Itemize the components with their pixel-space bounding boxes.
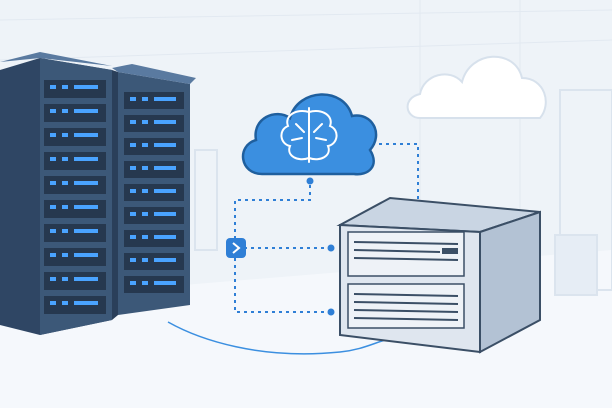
rack-led	[130, 166, 136, 170]
brain-cloud-icon	[241, 93, 378, 176]
rack-led	[142, 212, 148, 216]
chevron-right-icon	[226, 238, 246, 258]
rack-led	[50, 205, 56, 209]
rack-led	[142, 143, 148, 147]
rack-led	[158, 235, 176, 239]
rack-led	[130, 97, 136, 101]
rack-led	[130, 143, 136, 147]
rack-led	[50, 277, 56, 281]
rack-led	[154, 189, 160, 193]
rack-led	[158, 258, 176, 262]
rack-led	[80, 205, 98, 209]
rack-led	[62, 301, 68, 305]
rack-led	[130, 281, 136, 285]
rack-led	[130, 212, 136, 216]
rack-led	[154, 235, 160, 239]
rack-led	[130, 189, 136, 193]
rack-led	[74, 301, 80, 305]
rack-led	[142, 235, 148, 239]
rack-led	[80, 85, 98, 89]
rack-led	[62, 157, 68, 161]
rack-led	[154, 258, 160, 262]
rack-led	[80, 277, 98, 281]
rack-led	[74, 109, 80, 113]
rack-led	[142, 166, 148, 170]
rack-led	[62, 229, 68, 233]
rack-led	[74, 133, 80, 137]
rack-led	[50, 133, 56, 137]
rack-led	[74, 277, 80, 281]
server-rack-icon	[0, 52, 196, 335]
rack-led	[80, 181, 98, 185]
connector-node	[327, 244, 335, 252]
rack-led	[74, 229, 80, 233]
connector-node	[327, 308, 335, 316]
rack-led	[142, 97, 148, 101]
rack-led	[62, 109, 68, 113]
connector-lines	[234, 143, 419, 313]
rack-led	[130, 120, 136, 124]
rack-led	[142, 120, 148, 124]
rack-led	[80, 157, 98, 161]
rack-led	[50, 229, 56, 233]
rack-led	[62, 205, 68, 209]
rack-led	[158, 166, 176, 170]
rack-led	[50, 109, 56, 113]
background-rack-ghosts	[194, 89, 612, 296]
rack-led	[158, 189, 176, 193]
rack-led	[62, 253, 68, 257]
rack-led	[50, 157, 56, 161]
rack-led	[154, 97, 160, 101]
floor-cable	[167, 321, 386, 355]
rack-led	[62, 85, 68, 89]
rack-led	[80, 229, 98, 233]
connector-node	[306, 177, 314, 185]
server-appliance-icon	[336, 196, 541, 354]
rack-led	[154, 120, 160, 124]
rack-led	[158, 143, 176, 147]
rack-led	[50, 253, 56, 257]
rack-led	[74, 157, 80, 161]
rack-led	[80, 253, 98, 257]
rack-led	[142, 281, 148, 285]
rack-led	[80, 133, 98, 137]
rack-led	[158, 281, 176, 285]
rack-led	[50, 181, 56, 185]
rack-led	[142, 189, 148, 193]
rack-led	[130, 235, 136, 239]
rack-led	[74, 181, 80, 185]
rack-led	[158, 120, 176, 124]
background-cloud-icon	[406, 55, 547, 119]
rack-led	[62, 181, 68, 185]
rack-led	[62, 133, 68, 137]
rack-led	[154, 212, 160, 216]
rack-led	[130, 258, 136, 262]
rack-led	[74, 205, 80, 209]
rack-led	[74, 253, 80, 257]
rack-led	[74, 85, 80, 89]
rack-led	[154, 281, 160, 285]
rack-led	[158, 212, 176, 216]
rack-led	[158, 97, 176, 101]
rack-led	[80, 109, 98, 113]
rack-led	[154, 166, 160, 170]
rack-led	[50, 301, 56, 305]
rack-led	[142, 258, 148, 262]
rack-led	[50, 85, 56, 89]
rack-led	[154, 143, 160, 147]
rack-led	[62, 277, 68, 281]
rack-led	[80, 301, 98, 305]
